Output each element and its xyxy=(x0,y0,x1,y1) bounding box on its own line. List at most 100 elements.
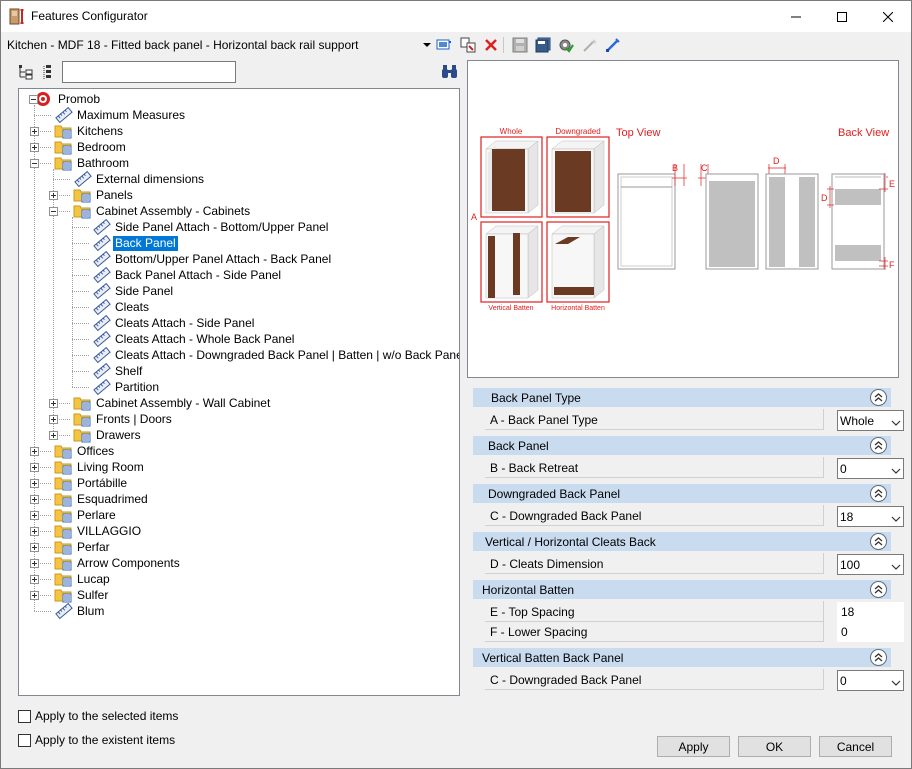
tree-item[interactable]: Lucap xyxy=(54,571,112,587)
collapse-toggle[interactable] xyxy=(49,207,58,216)
tree-item[interactable]: Perlare xyxy=(54,507,118,523)
expand-toggle[interactable] xyxy=(30,495,39,504)
gear-check-icon[interactable] xyxy=(557,36,575,54)
apply-existent-option[interactable]: Apply to the existent items xyxy=(18,733,175,747)
expand-toggle[interactable] xyxy=(49,399,58,408)
tree-item[interactable]: Esquadrimed xyxy=(54,491,150,507)
edit-measure-icon[interactable] xyxy=(604,36,622,54)
section-header[interactable]: Downgraded Back Panel xyxy=(473,484,891,503)
folder-icon xyxy=(73,427,93,443)
preview-panel: Whole Downgraded xyxy=(467,60,899,378)
screen-icon[interactable] xyxy=(435,36,453,54)
expand-toggle[interactable] xyxy=(30,127,39,136)
tree-item[interactable]: Living Room xyxy=(54,459,146,475)
tree-item[interactable]: Sulfer xyxy=(54,587,110,603)
tree-item[interactable]: Maximum Measures xyxy=(54,106,187,124)
tree-item[interactable]: Shelf xyxy=(92,362,144,380)
tree-item[interactable]: Cleats Attach - Side Panel xyxy=(92,314,256,332)
search-input[interactable] xyxy=(62,61,236,83)
collapse-section-icon[interactable] xyxy=(870,533,887,550)
tree-item[interactable]: Bedroom xyxy=(54,139,128,155)
property-dropdown[interactable]: 18 xyxy=(837,506,904,527)
expand-toggle[interactable] xyxy=(30,463,39,472)
tree-item[interactable]: Drawers xyxy=(73,427,143,443)
tree-item[interactable]: Portábille xyxy=(54,475,129,491)
chevron-down-icon[interactable] xyxy=(422,41,432,49)
expand-toggle[interactable] xyxy=(30,447,39,456)
expand-toggle[interactable] xyxy=(30,479,39,488)
close-button[interactable] xyxy=(865,1,911,32)
save-all-icon[interactable] xyxy=(534,36,552,54)
section-header[interactable]: Back Panel xyxy=(473,436,891,455)
property-input[interactable]: 0 xyxy=(837,622,904,642)
tree-item[interactable]: Bathroom xyxy=(54,155,131,171)
expand-toggle[interactable] xyxy=(30,591,39,600)
property-dropdown[interactable]: Whole xyxy=(837,410,904,431)
tree-item[interactable]: Back Panel Attach - Side Panel xyxy=(92,266,283,284)
tree-item[interactable]: Offices xyxy=(54,443,116,459)
save-icon[interactable] xyxy=(511,36,529,54)
context-selector[interactable]: Kitchen - MDF 18 - Fitted back panel - H… xyxy=(7,38,359,52)
tree-item[interactable]: Promob xyxy=(35,91,102,107)
expand-toggle[interactable] xyxy=(30,559,39,568)
tree-item[interactable]: Side Panel xyxy=(92,282,175,300)
apply-selected-option[interactable]: Apply to the selected items xyxy=(18,709,178,723)
tree-item[interactable]: Bottom/Upper Panel Attach - Back Panel xyxy=(92,250,333,268)
tree-connector xyxy=(72,275,89,276)
tree-item[interactable]: Partition xyxy=(92,378,161,396)
tree-view-icon[interactable] xyxy=(18,64,34,80)
tree-item[interactable]: Cabinet Assembly - Wall Cabinet xyxy=(73,395,272,411)
tree-item[interactable]: Back Panel xyxy=(92,234,179,252)
list-view-icon[interactable] xyxy=(41,64,57,80)
tree-item[interactable]: Cleats Attach - Whole Back Panel xyxy=(92,330,296,348)
tree-item[interactable]: Cleats xyxy=(92,298,151,316)
collapse-section-icon[interactable] xyxy=(870,581,887,598)
tree-item[interactable]: Panels xyxy=(73,187,135,203)
cancel-button[interactable]: Cancel xyxy=(819,736,892,757)
collapse-section-icon[interactable] xyxy=(870,485,887,502)
expand-toggle[interactable] xyxy=(30,527,39,536)
tree-item[interactable]: Perfar xyxy=(54,539,112,555)
collapse-section-icon[interactable] xyxy=(870,437,887,454)
wand-icon[interactable] xyxy=(581,36,599,54)
expand-toggle[interactable] xyxy=(30,143,39,152)
property-input[interactable]: 18 xyxy=(837,602,904,622)
tree-connector xyxy=(53,403,70,404)
tree-item[interactable]: Blum xyxy=(54,602,106,620)
tree-item[interactable]: Cabinet Assembly - Cabinets xyxy=(73,203,252,219)
property-dropdown[interactable]: 0 xyxy=(837,670,904,691)
binoculars-icon[interactable] xyxy=(441,64,458,79)
section-header[interactable]: Vertical / Horizontal Cleats Back xyxy=(473,532,891,551)
minimize-button[interactable] xyxy=(773,1,819,32)
tree-item[interactable]: Side Panel Attach - Bottom/Upper Panel xyxy=(92,218,330,236)
property-dropdown[interactable]: 0 xyxy=(837,458,904,479)
section-header[interactable]: Vertical Batten Back Panel xyxy=(473,648,891,667)
property-dropdown[interactable]: 100 xyxy=(837,554,904,575)
tree-item[interactable]: Kitchens xyxy=(54,123,125,139)
tree-item[interactable]: Arrow Components xyxy=(54,555,182,571)
tree-item[interactable]: Cleats Attach - Downgraded Back Panel | … xyxy=(92,346,459,364)
tree-item[interactable]: Fronts | Doors xyxy=(73,411,174,427)
ok-button[interactable]: OK xyxy=(738,736,811,757)
expand-toggle[interactable] xyxy=(49,415,58,424)
apply-existent-checkbox[interactable] xyxy=(18,733,31,747)
collapse-section-icon[interactable] xyxy=(870,389,887,406)
collapse-section-icon[interactable] xyxy=(870,649,887,666)
expand-toggle[interactable] xyxy=(30,543,39,552)
copy-icon[interactable] xyxy=(459,36,477,54)
section-header[interactable]: Back Panel Type xyxy=(473,388,891,407)
apply-selected-checkbox[interactable] xyxy=(18,709,31,723)
maximize-button[interactable] xyxy=(819,1,865,32)
collapse-toggle[interactable] xyxy=(29,95,38,104)
delete-icon[interactable] xyxy=(482,36,500,54)
expand-toggle[interactable] xyxy=(30,511,39,520)
expand-toggle[interactable] xyxy=(49,191,58,200)
tree-item[interactable]: External dimensions xyxy=(73,170,206,188)
expand-toggle[interactable] xyxy=(49,431,58,440)
section-header[interactable]: Horizontal Batten xyxy=(473,580,891,599)
expand-toggle[interactable] xyxy=(30,575,39,584)
apply-button[interactable]: Apply xyxy=(657,736,730,757)
collapse-toggle[interactable] xyxy=(30,159,39,168)
tree-item[interactable]: VILLAGGIO xyxy=(54,523,143,539)
